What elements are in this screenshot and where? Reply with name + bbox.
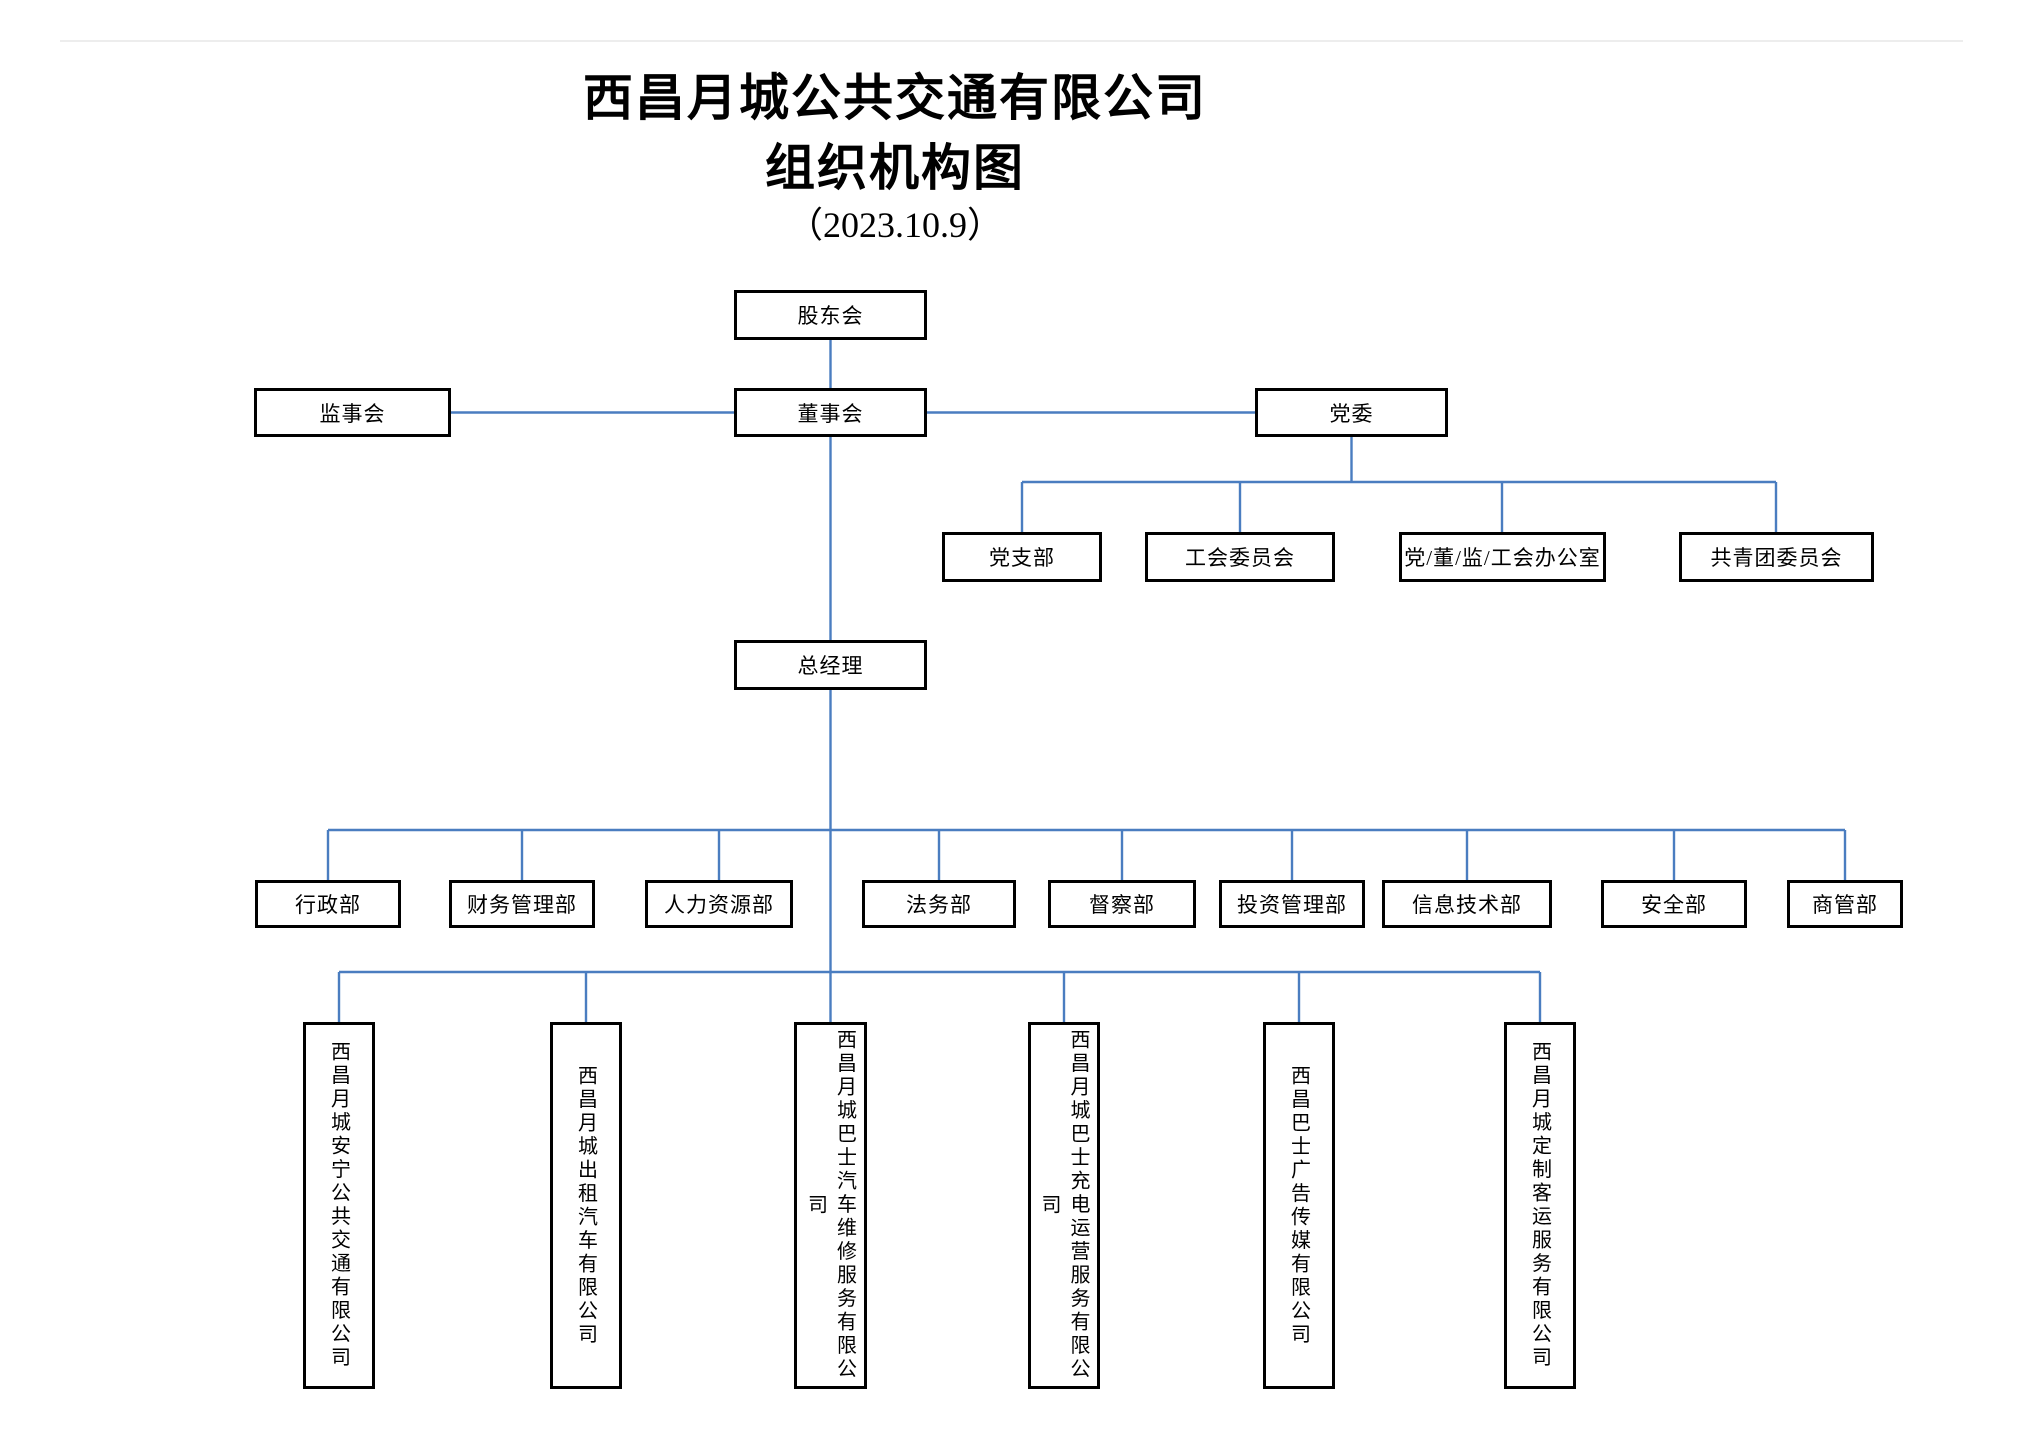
node-party-committee: 党委 — [1255, 388, 1448, 437]
dept-legal: 法务部 — [862, 880, 1016, 928]
dept-supervision: 督察部 — [1048, 880, 1196, 928]
dept-human-resources: 人力资源部 — [645, 880, 793, 928]
dept-finance-management: 财务管理部 — [449, 880, 595, 928]
node-shareholders: 股东会 — [734, 290, 927, 340]
subsidiary-bus-repair-service: 西昌月城巴士汽车维修服务有限公司 — [794, 1022, 867, 1389]
page-top-divider — [60, 40, 1963, 42]
node-party-board-union-office: 党/董/监/工会办公室 — [1399, 532, 1606, 582]
subsidiary-taxi: 西昌月城出租汽车有限公司 — [550, 1022, 622, 1389]
node-general-manager: 总经理 — [734, 640, 927, 690]
dept-information-technology: 信息技术部 — [1382, 880, 1552, 928]
chart-date: （2023.10.9） — [786, 205, 1003, 245]
company-title: 西昌月城公共交通有限公司 — [583, 70, 1207, 126]
node-supervisory-board: 监事会 — [254, 388, 451, 437]
subsidiary-custom-passenger-transport: 西昌月城定制客运服务有限公司 — [1504, 1022, 1576, 1389]
node-youth-league-committee: 共青团委员会 — [1679, 532, 1874, 582]
subsidiary-anning-public-transport: 西昌月城安宁公共交通有限公司 — [303, 1022, 375, 1389]
subsidiary-bus-charging-operation: 西昌月城巴士充电运营服务有限公司 — [1028, 1022, 1100, 1389]
dept-safety: 安全部 — [1601, 880, 1747, 928]
subsidiary-ad-media: 西昌巴士广告传媒有限公司 — [1263, 1022, 1335, 1389]
node-party-branch: 党支部 — [942, 532, 1102, 582]
dept-commercial-management: 商管部 — [1787, 880, 1903, 928]
dept-investment-management: 投资管理部 — [1219, 880, 1365, 928]
node-union-committee: 工会委员会 — [1145, 532, 1335, 582]
node-board-of-directors: 董事会 — [734, 388, 927, 437]
chart-title: 组织机构图 — [765, 140, 1025, 196]
dept-administration: 行政部 — [255, 880, 401, 928]
